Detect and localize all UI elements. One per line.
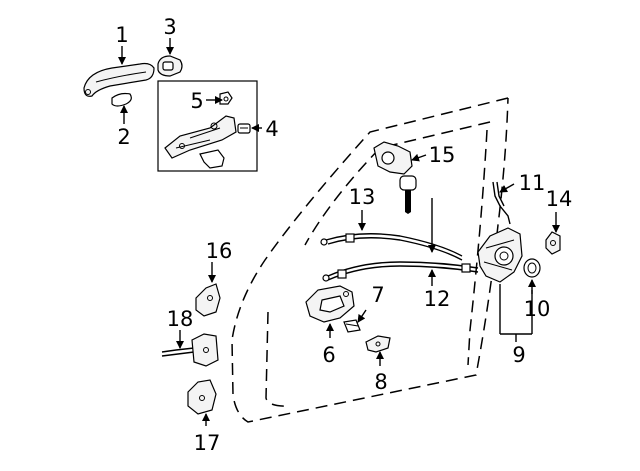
bolt-part [237,123,251,134]
handle-frame-part [164,115,237,169]
callout-16: 16 [206,239,233,263]
striker-17-part [187,379,217,415]
bracket-part [365,335,391,353]
key-cylinder-cap-part [157,55,183,77]
callout-12: 12 [424,287,451,311]
cable-12 [322,261,479,282]
callout-10: 10 [524,297,551,321]
door-lock-assembly-part [477,227,523,283]
callout-1: 1 [115,23,128,47]
lock-cylinder-part [373,141,417,214]
callout-17: 17 [194,431,221,455]
callout-18: 18 [167,307,194,331]
striker-16-part [195,283,221,317]
grommet-part [523,258,541,278]
callout-6: 6 [322,343,335,367]
clip-14-part [545,231,561,255]
callout-8: 8 [374,370,387,394]
hinge-18-part [161,333,219,367]
rod-part [492,181,511,225]
outside-handle-part [83,62,155,97]
callout-7: 7 [371,283,384,307]
inside-handle-part [305,285,355,323]
handle-pad-part [111,92,132,107]
callout-5: 5 [190,89,203,113]
callout-2: 2 [117,125,130,149]
callout-14: 14 [546,187,573,211]
cable-13 [320,233,463,261]
door-outline [231,97,509,423]
callout-13: 13 [349,185,376,209]
screw-part [343,319,361,333]
leader-lines [118,38,560,426]
clip-part [219,91,233,105]
callout-3: 3 [163,15,176,39]
callout-15: 15 [429,143,456,167]
callout-4: 4 [265,117,278,141]
callout-9: 9 [512,343,525,367]
callout-labels: 1 2 3 5 4 15 13 11 14 16 12 10 7 18 6 9 … [115,15,572,455]
callout-11: 11 [519,171,546,195]
